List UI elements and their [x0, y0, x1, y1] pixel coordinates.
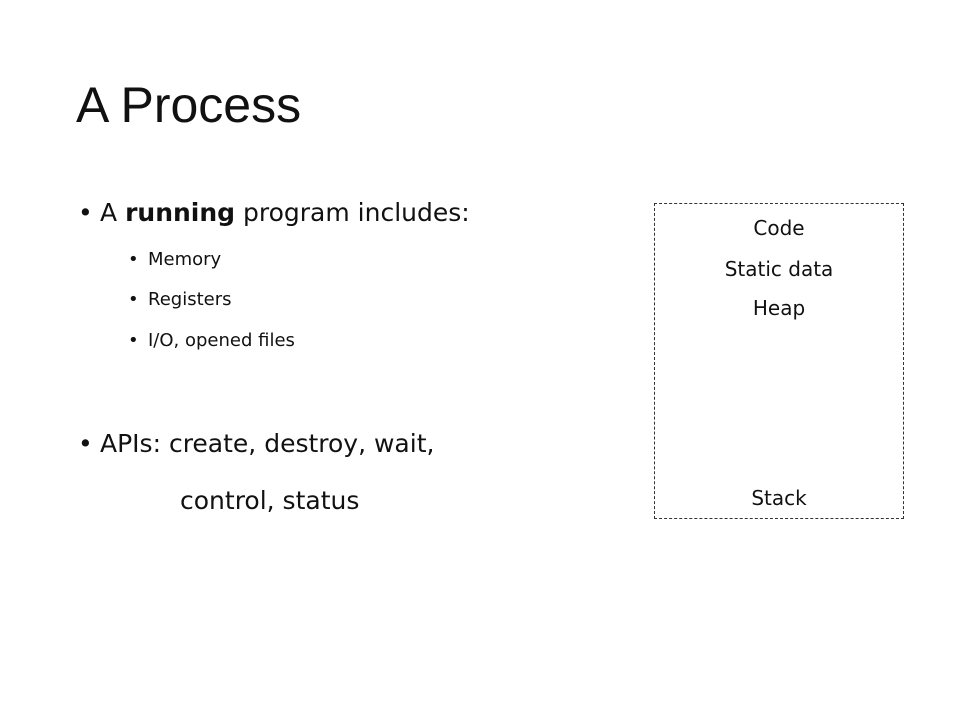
- bullet-text-prefix: A: [100, 198, 126, 227]
- sub-bullet-label: Registers: [148, 289, 232, 310]
- sub-bullet-dot-icon: •: [128, 289, 139, 310]
- sub-bullet-memory: • Memory: [128, 248, 221, 272]
- segment-stack: Stack: [751, 486, 807, 510]
- sub-bullet-label: Memory: [148, 249, 222, 270]
- bullet-apis-line2: control, status: [180, 486, 360, 515]
- sub-bullet-dot-icon: •: [128, 330, 139, 351]
- bullet-running-program: •A running program includes:: [78, 198, 470, 228]
- slide-title: A Process: [76, 77, 302, 133]
- sub-bullet-dot-icon: •: [128, 249, 139, 270]
- segment-heap: Heap: [752, 296, 806, 320]
- segment-code: Code: [753, 216, 805, 240]
- segment-static-data: Static data: [724, 257, 834, 281]
- bullet-text-suffix: program includes:: [235, 198, 470, 227]
- bullet-text-bold: running: [125, 198, 236, 227]
- bullet-apis-line1: APIs: create, destroy, wait,: [100, 429, 435, 458]
- bullet-dot-icon: •: [78, 198, 93, 227]
- process-memory-diagram: Code Static data Heap Stack: [654, 203, 904, 519]
- sub-bullet-label: I/O, opened files: [148, 330, 295, 351]
- sub-bullet-registers: • Registers: [128, 288, 232, 312]
- bullet-dot-icon: •: [78, 429, 93, 458]
- sub-bullet-io: • I/O, opened files: [128, 329, 295, 353]
- bullet-apis: •APIs: create, destroy, wait,: [78, 429, 434, 459]
